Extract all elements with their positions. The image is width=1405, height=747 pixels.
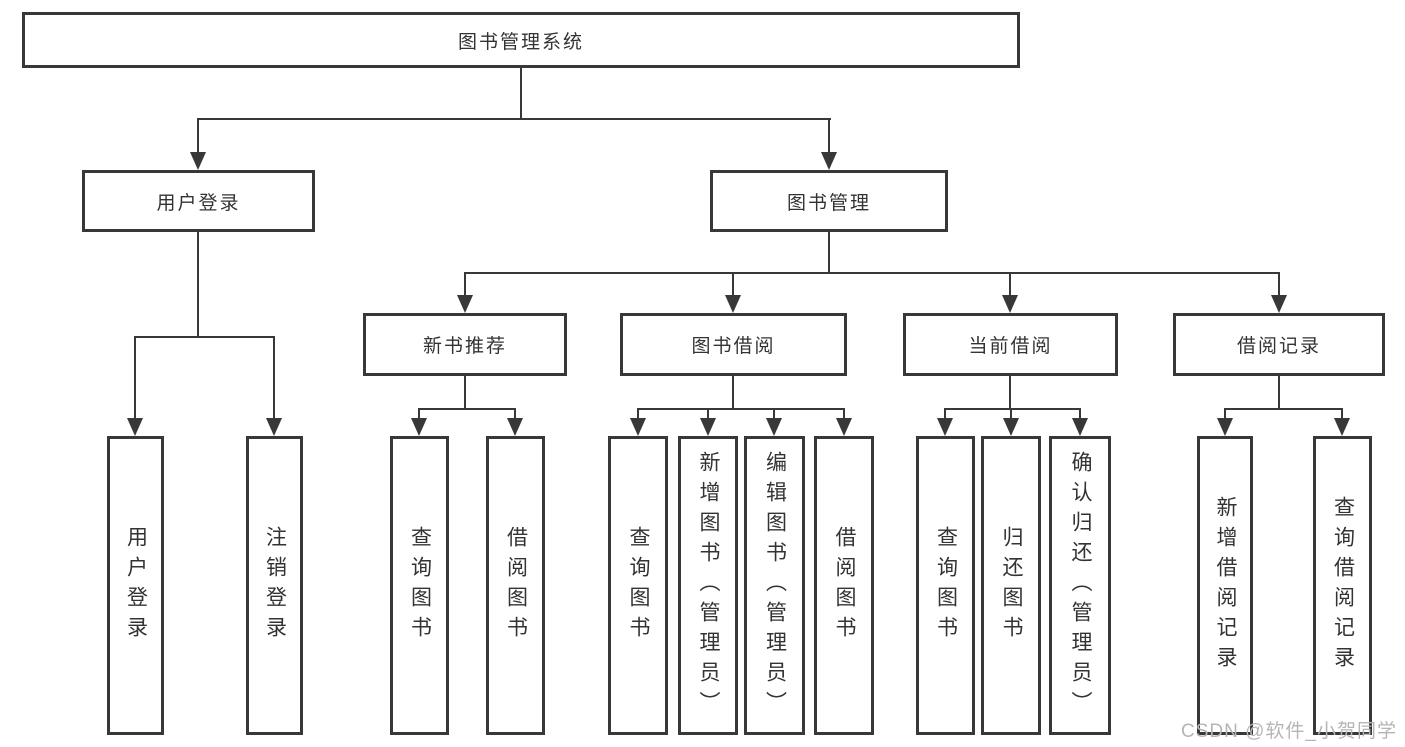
- arrow-down-icon: [190, 152, 206, 170]
- leaf-records-query-record: 查询借阅记录: [1313, 436, 1372, 735]
- connector-line: [944, 408, 1081, 410]
- node-borrow-records: 借阅记录: [1173, 313, 1385, 376]
- connector-line: [1079, 408, 1081, 420]
- arrow-down-icon: [411, 418, 427, 436]
- connector-line: [418, 408, 420, 420]
- leaf-borrow-edit-book-admin: 编辑图书（管理员）: [744, 436, 805, 735]
- connector-line: [732, 272, 734, 295]
- node-label: 查询图书: [934, 525, 958, 646]
- connector-line: [418, 408, 516, 410]
- leaf-current-confirm-return-admin: 确认归还（管理员）: [1049, 436, 1111, 735]
- leaf-borrow-borrow-book: 借阅图书: [814, 436, 874, 735]
- arrow-down-icon: [630, 418, 646, 436]
- connector-line: [1278, 272, 1280, 295]
- arrow-down-icon: [127, 418, 143, 436]
- arrow-down-icon: [1334, 418, 1350, 436]
- arrow-down-icon: [507, 418, 523, 436]
- arrow-down-icon: [1072, 418, 1088, 436]
- connector-line: [707, 408, 709, 420]
- node-label: 编辑图书（管理员）: [763, 450, 787, 721]
- arrow-down-icon: [766, 418, 782, 436]
- connector-line: [520, 68, 522, 119]
- connector-line: [637, 408, 639, 420]
- connector-line: [828, 232, 830, 273]
- connector-line: [843, 408, 845, 420]
- node-label: 图书借阅: [691, 336, 776, 357]
- node-new-book-recommend: 新书推荐: [363, 313, 567, 376]
- node-label: 新增图书（管理员）: [697, 450, 720, 721]
- leaf-recommend-query-book: 查询图书: [390, 436, 449, 735]
- connector-line: [773, 408, 775, 420]
- node-user-login: 用户登录: [82, 170, 315, 232]
- arrow-down-icon: [725, 295, 741, 313]
- connector-line: [1010, 408, 1012, 420]
- connector-line: [197, 118, 831, 120]
- leaf-current-query-book: 查询图书: [916, 436, 975, 735]
- arrow-down-icon: [1003, 418, 1019, 436]
- leaf-borrow-add-book-admin: 新增图书（管理员）: [678, 436, 738, 735]
- connector-line: [1009, 376, 1011, 409]
- connector-line: [197, 118, 199, 153]
- node-current-borrow: 当前借阅: [903, 313, 1118, 376]
- arrow-down-icon: [1271, 295, 1287, 313]
- watermark: CSDN @软件_小贺同学: [1181, 721, 1397, 742]
- node-root: 图书管理系统: [22, 12, 1020, 68]
- arrow-down-icon: [1002, 295, 1018, 313]
- connector-line: [464, 272, 1280, 274]
- arrow-down-icon: [700, 418, 716, 436]
- leaf-borrow-query-book: 查询图书: [608, 436, 668, 735]
- node-label: 查询图书: [408, 525, 432, 646]
- leaf-recommend-borrow-book: 借阅图书: [486, 436, 545, 735]
- node-label: 新书推荐: [422, 336, 507, 357]
- connector-line: [732, 376, 734, 409]
- connector-line: [514, 408, 516, 420]
- node-label: 确认归还（管理员）: [1069, 450, 1092, 721]
- node-label: 当前借阅: [968, 336, 1053, 357]
- leaf-user-login: 用户登录: [107, 436, 164, 735]
- node-label: 借阅图书: [833, 525, 856, 646]
- connector-line: [464, 272, 466, 295]
- connector-line: [134, 336, 136, 418]
- arrow-down-icon: [457, 295, 473, 313]
- connector-line: [273, 336, 275, 418]
- connector-line: [1224, 408, 1226, 420]
- node-label: 用户登录: [124, 525, 148, 646]
- node-label: 查询图书: [627, 525, 650, 646]
- node-book-management: 图书管理: [710, 170, 948, 232]
- connector-line: [828, 118, 830, 153]
- connector-line: [1341, 408, 1343, 420]
- arrow-down-icon: [266, 418, 282, 436]
- connector-line: [464, 376, 466, 409]
- connector-line: [1278, 376, 1280, 409]
- node-label: 归还图书: [1000, 525, 1023, 646]
- connector-line: [1009, 272, 1011, 295]
- arrow-down-icon: [836, 418, 852, 436]
- arrow-down-icon: [937, 418, 953, 436]
- node-label: 借阅图书: [504, 525, 528, 646]
- node-book-borrow: 图书借阅: [620, 313, 847, 376]
- connector-line: [197, 232, 199, 337]
- connector-line: [134, 336, 275, 338]
- node-label: 用户登录: [156, 192, 241, 214]
- arrow-down-icon: [1217, 418, 1233, 436]
- connector-line: [944, 408, 946, 420]
- leaf-records-add-record: 新增借阅记录: [1197, 436, 1253, 735]
- node-label: 图书管理系统: [457, 31, 584, 53]
- leaf-current-return-book: 归还图书: [981, 436, 1041, 735]
- connector-line: [1224, 408, 1343, 410]
- node-label: 新增借阅记录: [1214, 495, 1237, 676]
- node-label: 图书管理: [786, 192, 871, 214]
- node-label: 查询借阅记录: [1331, 495, 1355, 676]
- node-label: 注销登录: [263, 525, 287, 646]
- arrow-down-icon: [821, 152, 837, 170]
- leaf-logout: 注销登录: [246, 436, 303, 735]
- connector-line: [637, 408, 844, 410]
- node-label: 借阅记录: [1236, 336, 1321, 357]
